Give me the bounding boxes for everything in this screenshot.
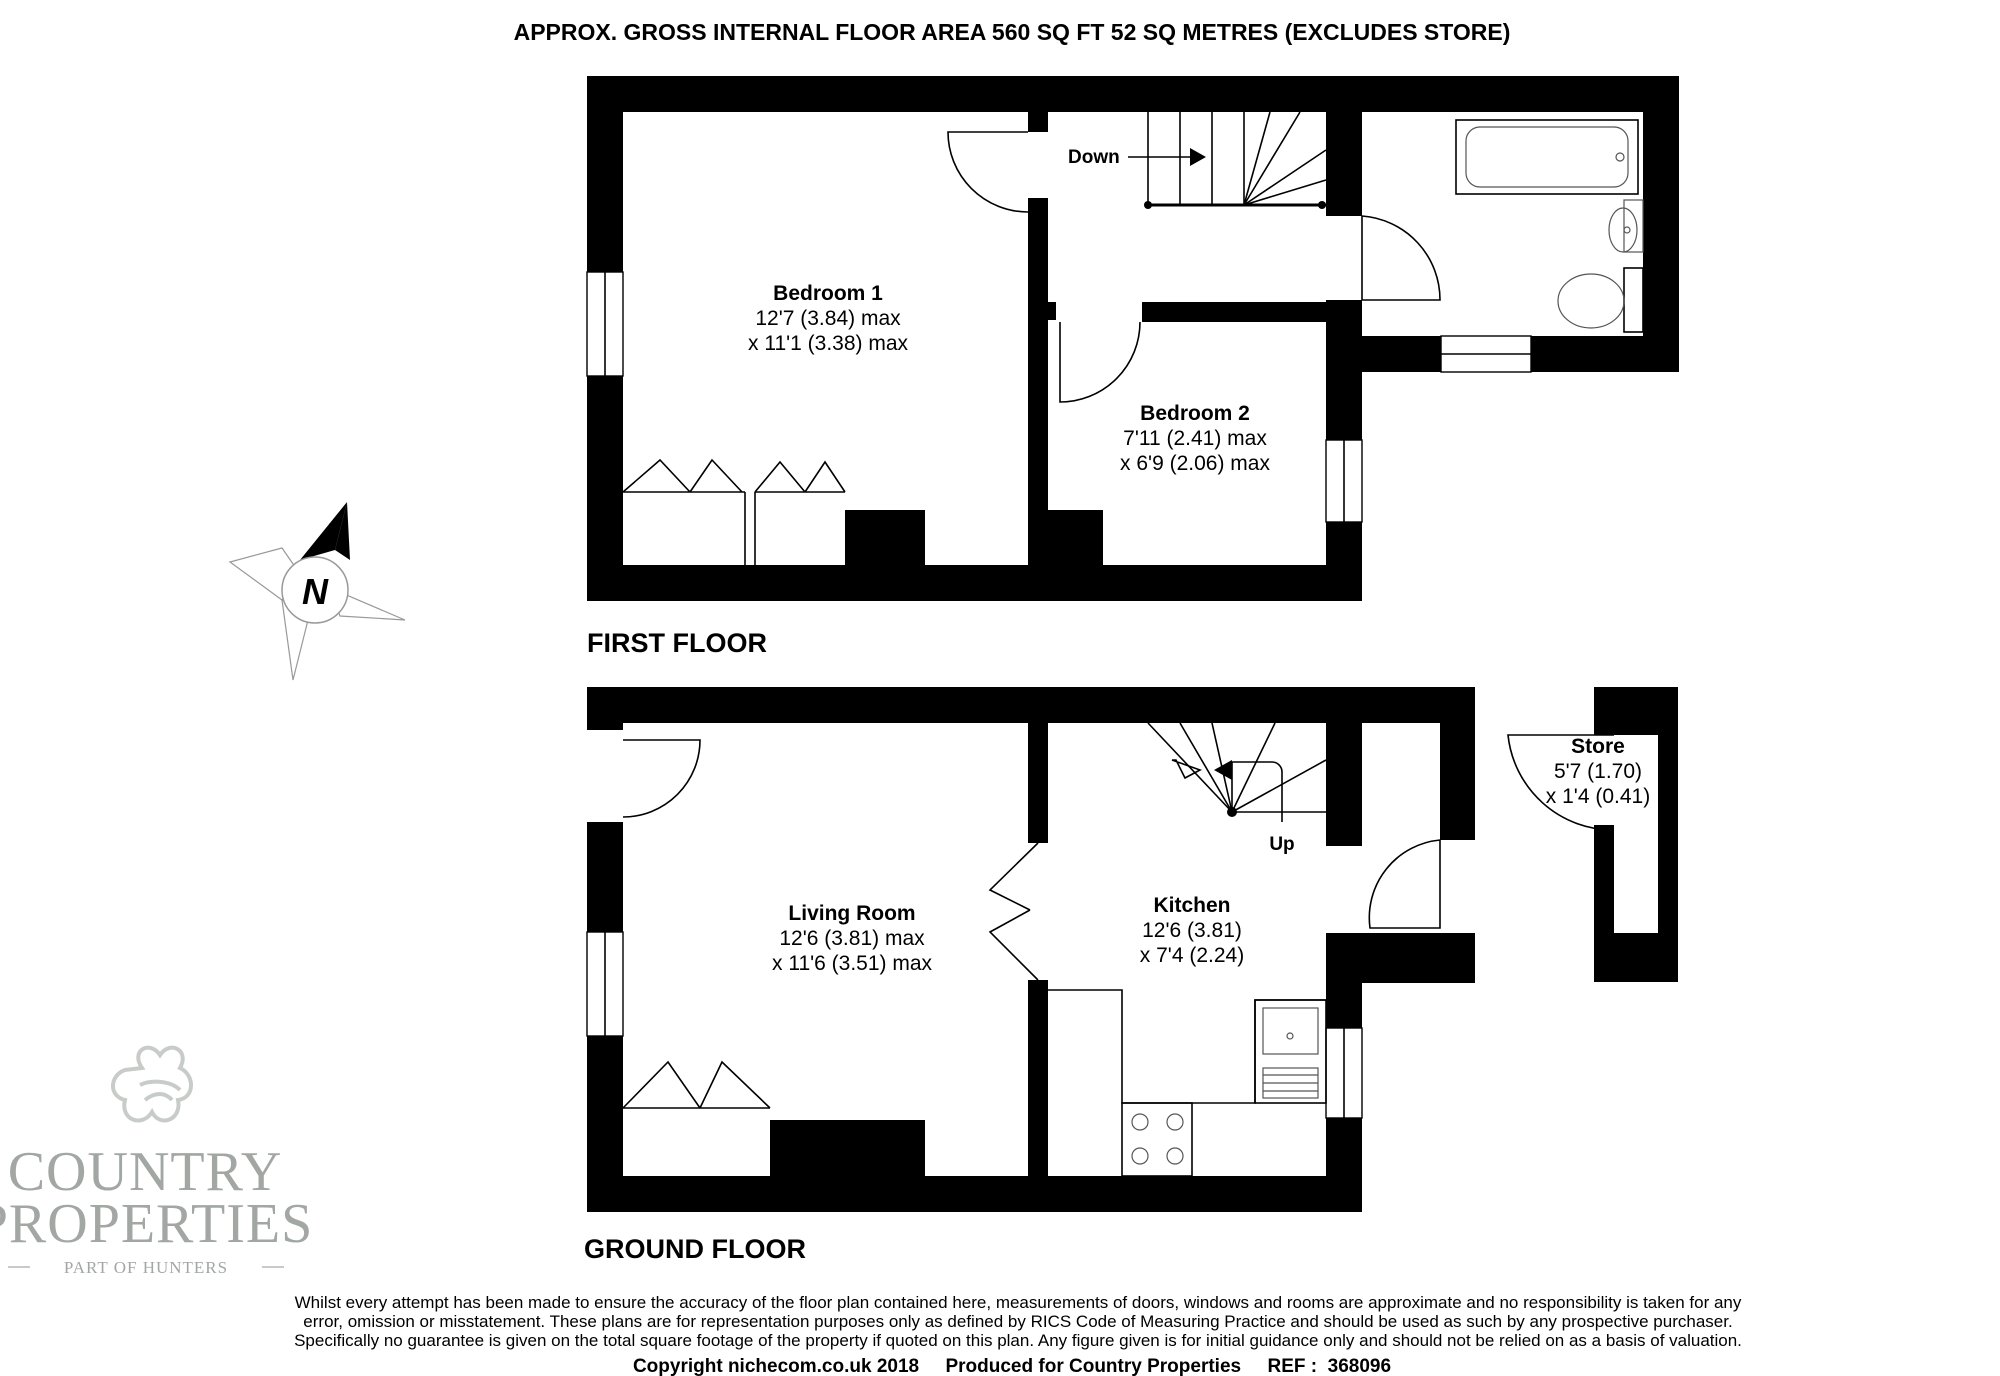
first-floor-label: FIRST FLOOR [587,628,767,658]
floor-area-heading: APPROX. GROSS INTERNAL FLOOR AREA 560 SQ… [514,19,1511,45]
compass-n-label: N [302,571,329,612]
compass-rose: N [228,502,406,681]
store-plan: Store 5'7 (1.70) x 1'4 (0.41) [1507,687,1678,982]
ground-floor-label: GROUND FLOOR [584,1234,806,1264]
kitchen-dim2: x 7'4 (2.24) [1140,944,1244,967]
bedroom-2-name: Bedroom 2 [1140,402,1250,425]
living-room-name: Living Room [788,902,915,925]
kitchen-name: Kitchen [1153,894,1230,917]
logo-line-1: COUNTRY [8,1141,283,1203]
living-room-dim1: 12'6 (3.81) max [779,927,925,950]
bedroom-1-name: Bedroom 1 [773,282,883,305]
logo-line-3: PART OF HUNTERS [64,1258,228,1277]
first-floor-plan: Down Bedroom 1 12'7 (3.84) max x 11'1 (3… [586,76,1679,601]
stairs-up-label: Up [1269,834,1294,855]
bathroom-fittings [1455,119,1644,333]
country-properties-logo: COUNTRY PROPERTIES PART OF HUNTERS [0,1045,313,1277]
disclaimer-line-3: Specifically no guarantee is given on th… [294,1331,1742,1350]
logo-line-2: PROPERTIES [0,1193,313,1255]
first-floor-stairs: Down [1068,111,1327,209]
ground-floor-plan: Up Living Room 12'6 (3.81) max x 11'6 (3… [586,687,1475,1212]
disclaimer-line-2: error, omission or misstatement. These p… [303,1312,1732,1331]
store-dim2: x 1'4 (0.41) [1546,785,1650,808]
bedroom-2-dim2: x 6'9 (2.06) max [1120,452,1270,475]
kitchen-fittings [1048,989,1327,1177]
stairs-down-label: Down [1068,147,1120,168]
bedroom-1-dim2: x 11'1 (3.38) max [748,332,909,355]
ground-floor-stairs: Up [1147,722,1327,855]
bedroom-2-dim1: 7'11 (2.41) max [1123,427,1267,450]
store-dim1: 5'7 (1.70) [1554,760,1642,783]
kitchen-dim1: 12'6 (3.81) [1142,919,1242,942]
copyright-footer: Copyright nichecom.co.uk 2018 Produced f… [633,1356,1391,1376]
store-name: Store [1571,735,1625,758]
bedroom-1-dim1: 12'7 (3.84) max [755,307,901,330]
living-room-dim2: x 11'6 (3.51) max [772,952,933,975]
disclaimer-line-1: Whilst every attempt has been made to en… [295,1293,1742,1312]
